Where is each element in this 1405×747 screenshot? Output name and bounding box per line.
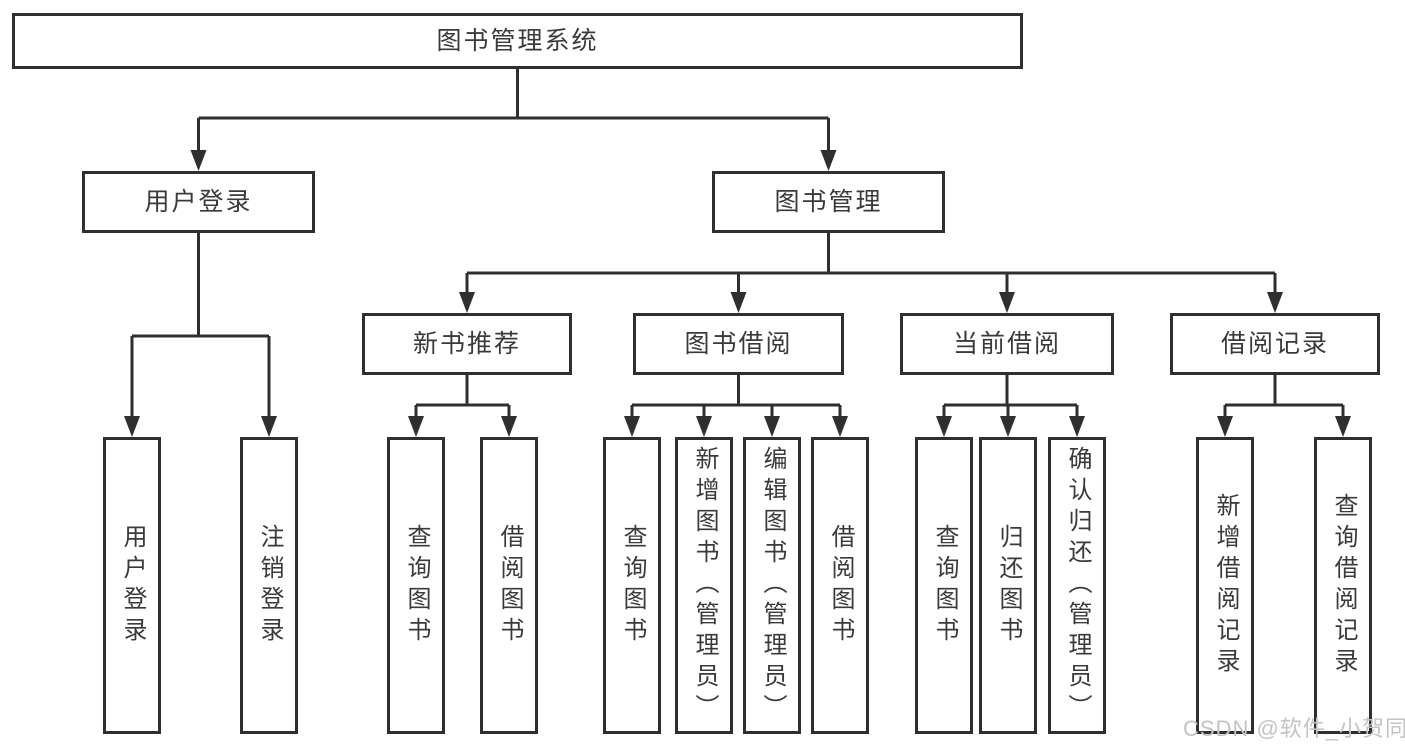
leaf-user-login-label: 用户登录 — [119, 523, 146, 648]
node-library-management-system: 图书管理系统 — [12, 13, 1023, 69]
leaf-confirm-return-admin-label: 确认归还（管理员） — [1064, 446, 1091, 725]
leaf-query-borrow-record: 查询借阅记录 — [1314, 437, 1372, 734]
leaf-return-books: 归还图书 — [979, 437, 1037, 734]
node-book-management-label: 图书管理 — [774, 187, 883, 216]
leaf-borrow-books-1: 借阅图书 — [480, 437, 538, 734]
leaf-borrow-books-1-label: 借阅图书 — [496, 523, 523, 648]
node-book-borrowing-label: 图书借阅 — [684, 329, 793, 358]
leaf-query-books-2: 查询图书 — [603, 437, 661, 734]
leaf-borrow-books-2-label: 借阅图书 — [827, 523, 854, 648]
leaf-edit-books-admin-label: 编辑图书（管理员） — [759, 446, 786, 725]
leaf-logout-label: 注销登录 — [256, 523, 283, 648]
leaf-confirm-return-admin: 确认归还（管理员） — [1048, 437, 1106, 734]
leaf-query-books-3-label: 查询图书 — [931, 523, 958, 648]
node-book-management: 图书管理 — [712, 171, 945, 233]
node-book-borrowing: 图书借阅 — [633, 313, 844, 375]
node-new-book-recommendation-label: 新书推荐 — [412, 329, 521, 358]
node-current-borrowing-label: 当前借阅 — [952, 329, 1061, 358]
node-borrowing-records-label: 借阅记录 — [1220, 329, 1329, 358]
leaf-query-books-3: 查询图书 — [915, 437, 973, 734]
leaf-user-login: 用户登录 — [103, 437, 161, 734]
leaf-borrow-books-2: 借阅图书 — [811, 437, 869, 734]
leaf-logout: 注销登录 — [240, 437, 298, 734]
leaf-add-borrow-record: 新增借阅记录 — [1196, 437, 1254, 734]
node-library-management-system-label: 图书管理系统 — [436, 26, 599, 55]
leaf-add-books-admin-label: 新增图书（管理员） — [691, 446, 718, 725]
leaf-query-books-1: 查询图书 — [387, 437, 445, 734]
leaf-add-borrow-record-label: 新增借阅记录 — [1212, 492, 1239, 679]
leaf-return-books-label: 归还图书 — [995, 523, 1022, 648]
node-borrowing-records: 借阅记录 — [1170, 313, 1380, 375]
leaf-edit-books-admin: 编辑图书（管理员） — [743, 437, 801, 734]
arrowheads — [124, 150, 1351, 437]
leaf-query-borrow-record-label: 查询借阅记录 — [1330, 492, 1357, 679]
node-current-borrowing: 当前借阅 — [900, 313, 1114, 375]
leaf-query-books-2-label: 查询图书 — [619, 523, 646, 648]
leaf-query-books-1-label: 查询图书 — [403, 523, 430, 648]
csdn-watermark: CSDN @软件_小贺同学 — [1183, 716, 1405, 741]
leaf-add-books-admin: 新增图书（管理员） — [675, 437, 733, 734]
node-user-login-label: 用户登录 — [144, 187, 253, 216]
node-user-login: 用户登录 — [82, 171, 315, 233]
node-new-book-recommendation: 新书推荐 — [362, 313, 572, 375]
